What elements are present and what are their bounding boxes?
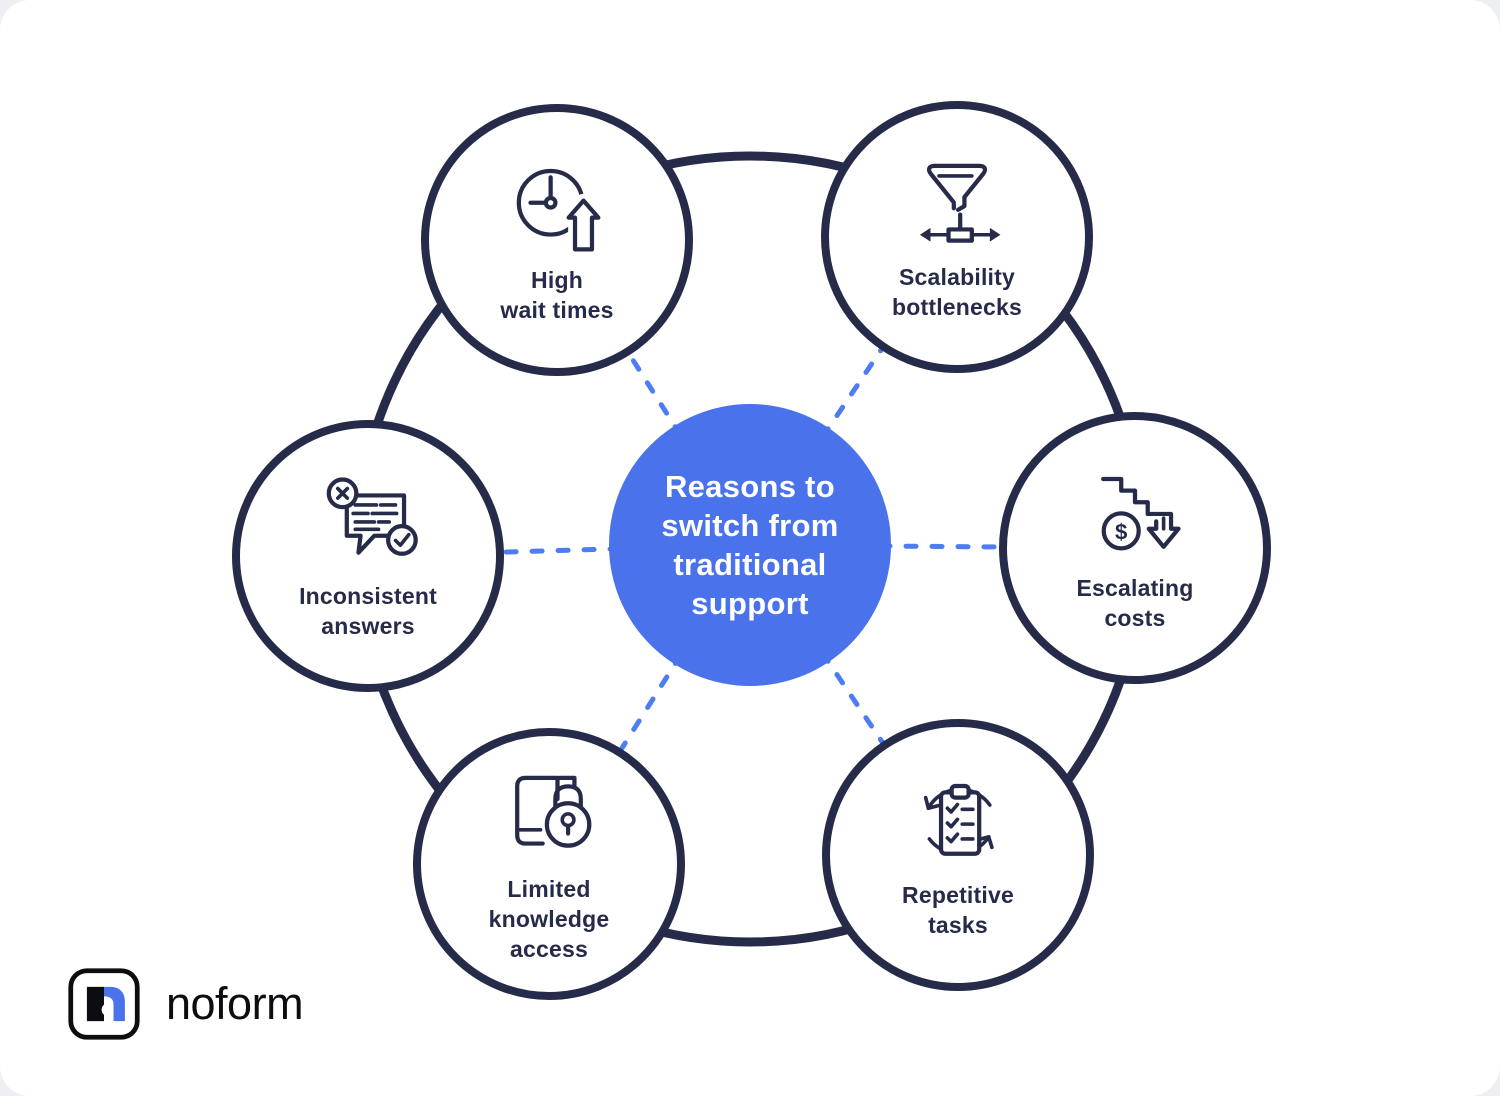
clipboard-cycle-icon — [923, 783, 994, 857]
stairs-down-dollar-icon: $ — [1101, 476, 1181, 551]
node-label-repetitive-tasks: Repetitive tasks — [902, 882, 1014, 938]
node-high-wait-times: High wait times — [421, 104, 693, 376]
node-scalability-bottlenecks: Scalability bottlenecks — [821, 101, 1093, 373]
noform-logo: noform — [66, 966, 304, 1042]
node-label-inconsistent-answers: Inconsistent answers — [299, 583, 437, 639]
center-title: Reasons to switch from traditional suppo… — [661, 468, 839, 622]
node-escalating-costs: $ Escalating costs — [999, 412, 1271, 684]
chat-x-check-icon — [326, 477, 418, 556]
node-label-scalability-bottlenecks: Scalability bottlenecks — [891, 264, 1022, 320]
clock-up-arrow-icon — [516, 168, 606, 257]
book-lock-icon — [515, 775, 592, 848]
svg-text:$: $ — [1115, 519, 1128, 544]
node-label-escalating-costs: Escalating costs — [1076, 575, 1194, 631]
node-repetitive-tasks: Repetitive tasks — [822, 719, 1094, 991]
center-circle: Reasons to switch from traditional suppo… — [609, 404, 891, 686]
node-inconsistent-answers: Inconsistent answers — [232, 420, 504, 692]
noform-logo-icon — [68, 968, 140, 1040]
funnel-width-arrows-icon — [919, 163, 1001, 243]
noform-logo-text: noform — [166, 978, 304, 1029]
node-limited-knowledge-access: Limited knowledge access — [413, 728, 685, 1000]
node-label-high-wait-times: High wait times — [500, 267, 614, 323]
node-label-limited-knowledge-access: Limited knowledge access — [488, 876, 610, 962]
